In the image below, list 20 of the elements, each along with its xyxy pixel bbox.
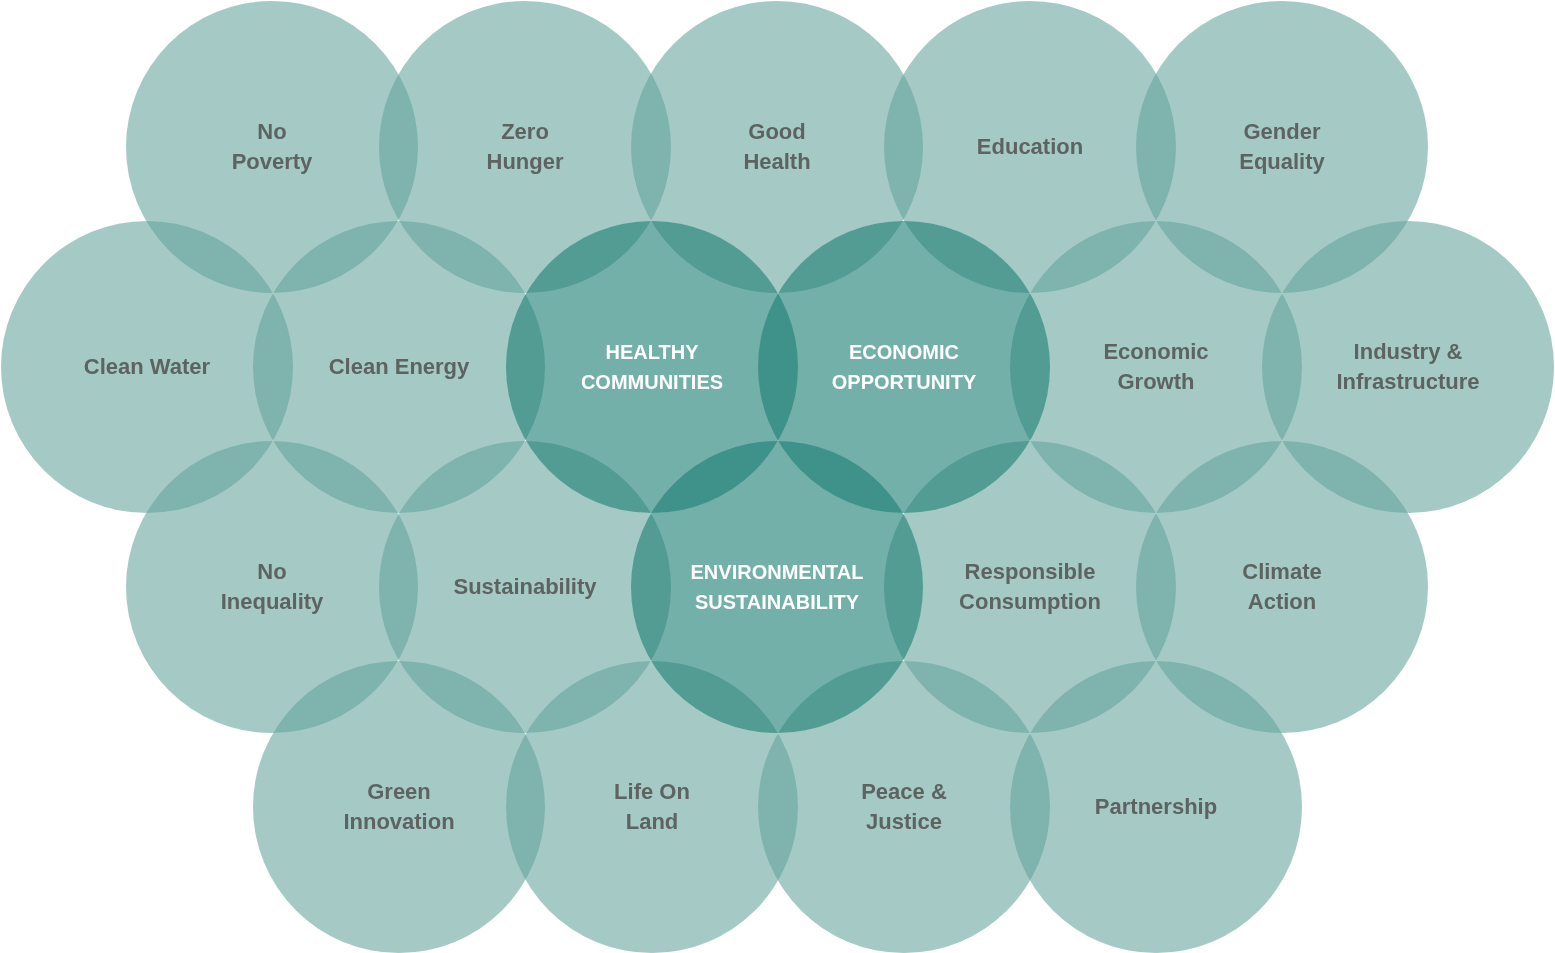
circle-label: Education xyxy=(975,133,1085,161)
circle-label: Responsible Consumption xyxy=(958,558,1102,616)
circle-label: Gender Equality xyxy=(1238,118,1326,176)
circle-label: Life On Land xyxy=(613,778,691,836)
circle-label: Green Innovation xyxy=(342,778,456,836)
circle-label: Economic Growth xyxy=(1102,338,1210,396)
circle-label: HEALTHY COMMUNITIES xyxy=(579,340,725,395)
circle-label: Good Health xyxy=(742,118,812,176)
circle-label: Clean Energy xyxy=(327,353,471,381)
circle-label: No Inequality xyxy=(219,558,325,616)
circle-label: Climate Action xyxy=(1241,558,1323,616)
circle-label: ENVIRONMENTAL SUSTAINABILITY xyxy=(689,560,865,615)
circle-label: No Poverty xyxy=(230,118,314,176)
circle-label: Industry & Infrastructure xyxy=(1335,338,1481,396)
circle-label: Peace & Justice xyxy=(860,778,948,836)
circle-label: ECONOMIC OPPORTUNITY xyxy=(830,340,978,395)
circle-label: Clean Water xyxy=(82,353,212,381)
circle-label: Partnership xyxy=(1093,793,1219,821)
circle-label: Zero Hunger xyxy=(485,118,565,176)
circle-label: Sustainability xyxy=(452,573,598,601)
